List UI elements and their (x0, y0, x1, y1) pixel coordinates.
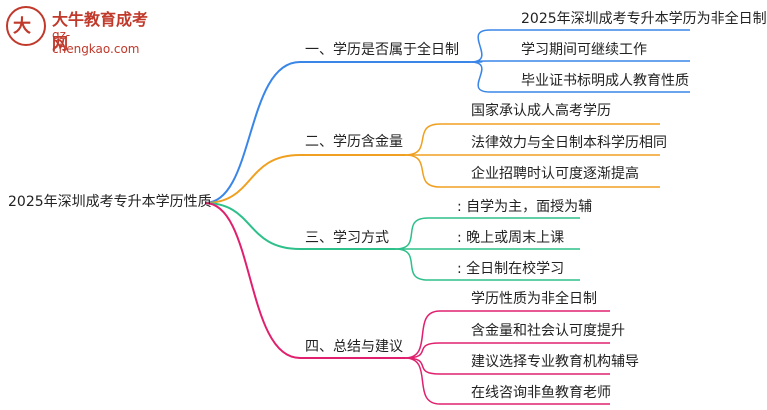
branch-2-leaf-1-connector (404, 123, 441, 156)
branch-4-leaf-4-connector (404, 357, 441, 405)
branch-1-leaf-3-connector (469, 61, 491, 93)
branch-4-connector (204, 202, 301, 359)
branch-4-leaf-2-connector (404, 342, 441, 359)
site-logo[interactable]: 大 大牛教育成考网 gz-chengkao.com (4, 2, 154, 56)
branch-2-leaf-1: 国家承认成人高考学历 (471, 103, 611, 119)
branch-3-leaf-3-connector (394, 248, 429, 281)
logo-emblem-icon: 大 (6, 6, 46, 46)
branch-4-leaf-1: 学历性质为非全日制 (471, 291, 597, 307)
branch-3-label: 三、学习方式 (305, 230, 389, 246)
branch-2-connector (204, 154, 301, 204)
root-node: 2025年深圳成考专升本学历性质 (8, 194, 212, 210)
branch-3-leaf-1: : 自学为主，面授为辅 (457, 199, 593, 215)
mindmap-links (204, 29, 690, 405)
branch-1-leaf-1-connector (469, 29, 491, 63)
branch-4-leaf-3-connector (404, 357, 441, 375)
logo-url: gz-chengkao.com (52, 28, 140, 56)
branch-1-leaf-3: 毕业证书标明成人教育性质 (521, 73, 689, 89)
branch-4-leaf-4: 在线咨询非鱼教育老师 (471, 385, 611, 401)
branch-1-connector (204, 61, 301, 204)
branch-3-connector (204, 202, 301, 250)
branch-3-leaf-2: : 晚上或周末上课 (457, 230, 565, 246)
branch-4-leaf-2: 含金量和社会认可度提升 (471, 323, 625, 339)
branch-1-leaf-2: 学习期间可继续工作 (521, 42, 647, 58)
branch-4-leaf-3: 建议选择专业教育机构辅导 (471, 354, 639, 370)
branch-2-leaf-3-connector (404, 154, 441, 188)
branch-2-leaf-2: 法律效力与全日制本科学历相同 (471, 135, 667, 151)
logo-title: 大牛教育成考网 (52, 10, 149, 53)
branch-3-leaf-1-connector (394, 217, 429, 250)
branch-2-leaf-3: 企业招聘时认可度逐渐提高 (471, 166, 639, 182)
branch-1-label: 一、学历是否属于全日制 (305, 42, 459, 58)
branch-4-label: 四、总结与建议 (305, 339, 403, 355)
branch-3-leaf-3: : 全日制在校学习 (457, 261, 565, 277)
branch-1-leaf-1: 2025年深圳成考专升本学历为非全日制 (521, 11, 767, 27)
branch-4-leaf-1-connector (404, 310, 441, 359)
branch-2-label: 二、学历含金量 (305, 134, 403, 150)
branch-1-leaf-2-connector (469, 60, 491, 63)
